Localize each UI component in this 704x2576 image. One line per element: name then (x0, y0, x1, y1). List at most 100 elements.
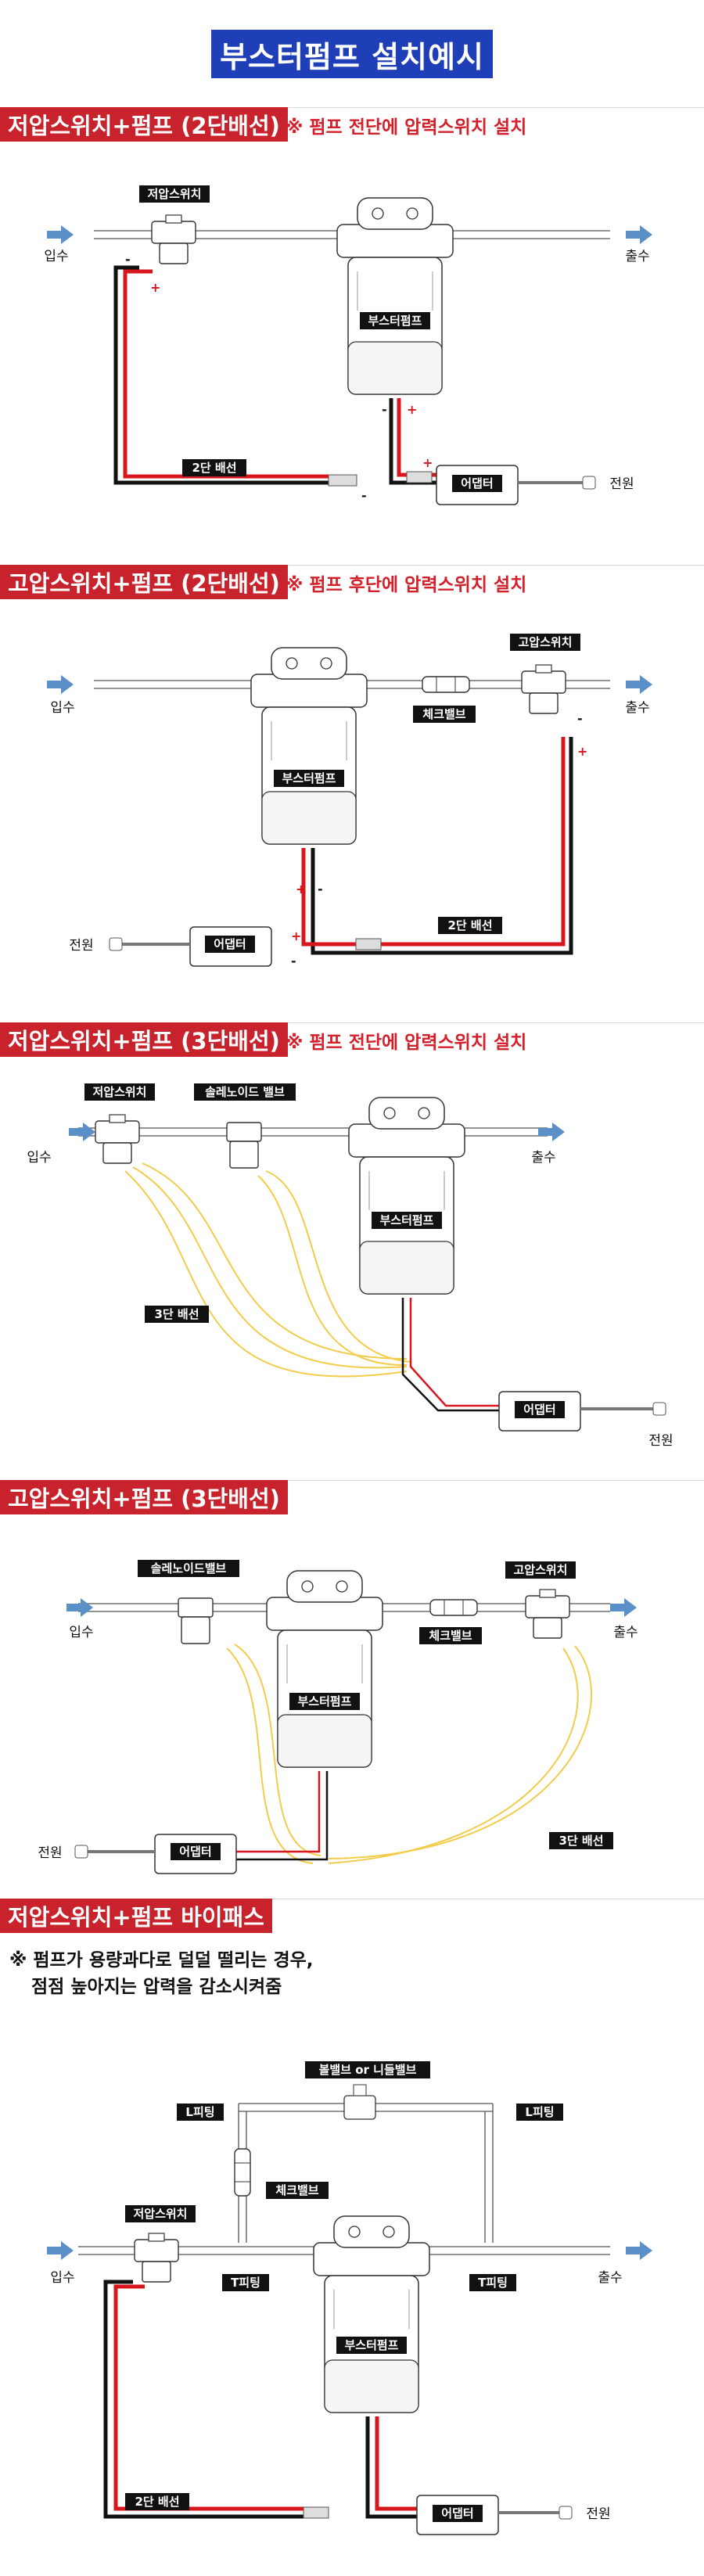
inlet-arrow-icon (47, 2241, 74, 2260)
high-switch-icon (521, 664, 566, 714)
wiring-label: 2단 배선 (135, 2495, 179, 2509)
diagram-high-3wire: 솔레노이드밸브 부스터펌프 체크밸브 고압스위치 3단 배선 어댑터 입수 출수… (38, 1560, 638, 1874)
section-title: 저압스위치+펌프 바이패스 (0, 1899, 272, 1933)
plus-sign: + (577, 744, 587, 759)
check-valve-label: 체크밸브 (275, 2183, 318, 2197)
minus-sign: - (577, 711, 583, 726)
plus-sign: + (291, 929, 301, 943)
check-valve-label: 체크밸브 (429, 1629, 472, 1643)
section-low-3wire: 저압스위치+펌프 (3단배선) ※ 펌프 전단에 압력스위치 설치 저압스위치 … (0, 1022, 704, 1476)
inlet-arrow-icon (69, 1123, 95, 1141)
section-high-2wire: 고압스위치+펌프 (2단배선) ※ 펌프 후단에 압력스위치 설치 + - + … (0, 565, 704, 1019)
low-switch-icon (151, 214, 196, 264)
check-valve-icon (234, 2148, 251, 2197)
section-note-1: ※ 펌프가 용량과다로 덜덜 떨리는 경우, (9, 1950, 314, 1971)
minus-sign: - (382, 402, 387, 417)
diagram-high-2wire: + - + - + - 부스터펌프 체크밸브 고압스위치 2단 배선 어댑터 입… (47, 634, 652, 968)
low-switch-label: 저압스위치 (133, 2207, 187, 2221)
diagram-low-bypass: 볼밸브 or 니들밸브 L피팅 L피팅 체크밸브 저압스위치 T피팅 T피팅 부… (47, 2061, 652, 2535)
adapter-label: 어댑터 (441, 2506, 473, 2520)
inlet-label: 입수 (69, 1625, 93, 1640)
section-title: 고압스위치+펌프 (2단배선) (0, 565, 288, 599)
diagram-low-2wire: - + - + + - 저압스위치 부스터펌프 2단 배선 어댑터 입수 출수 … (44, 185, 652, 505)
adapter-label: 어댑터 (461, 476, 493, 490)
section-high-3wire: 고압스위치+펌프 (3단배선) 솔레노이드밸브 부스터펌프 체크밸브 고압스위치… (0, 1480, 704, 1895)
inlet-label: 입수 (27, 1150, 51, 1166)
wiring-label: 2단 배선 (192, 461, 236, 475)
section-note: ※ 펌프 전단에 압력스위치 설치 (286, 117, 527, 138)
pump-label: 부스터펌프 (297, 1694, 351, 1708)
section-title: 저압스위치+펌프 (2단배선) (0, 107, 288, 142)
solenoid-valve-icon (226, 1122, 262, 1169)
t-fitting-label: T피팅 (231, 2276, 260, 2290)
outlet-label: 출수 (531, 1150, 555, 1166)
outlet-arrow-icon (626, 675, 652, 694)
inlet-label: 입수 (44, 249, 68, 264)
ball-valve-label: 볼밸브 or 니들밸브 (319, 2063, 417, 2077)
pump-icon (348, 1097, 465, 1295)
check-valve-label: 체크밸브 (422, 707, 465, 721)
inlet-arrow-icon (47, 675, 74, 694)
power-label: 전원 (69, 938, 93, 954)
section-note-2: 점점 높아지는 압력을 감소시켜줌 (31, 1977, 282, 1997)
outlet-label: 출수 (598, 2270, 622, 2286)
section-title: 저압스위치+펌프 (3단배선) (0, 1022, 288, 1057)
outlet-arrow-icon (538, 1123, 565, 1141)
minus-sign: - (361, 488, 367, 503)
minus-sign: - (318, 882, 323, 896)
low-switch-icon (95, 1114, 140, 1164)
pump-label: 부스터펌프 (282, 771, 336, 785)
pump-label: 부스터펌프 (368, 314, 422, 328)
wiring-label: 2단 배선 (447, 918, 492, 932)
plus-sign: + (422, 455, 433, 470)
wiring-label: 3단 배선 (154, 1307, 199, 1321)
inlet-label: 입수 (50, 2270, 74, 2286)
outlet-label: 출수 (625, 249, 649, 264)
outlet-arrow-icon (610, 1598, 637, 1617)
power-label: 전원 (609, 476, 634, 492)
minus-sign: - (125, 252, 131, 267)
solenoid-label: 솔레노이드 밸브 (205, 1085, 285, 1099)
solenoid-label: 솔레노이드밸브 (151, 1561, 227, 1575)
plus-sign: + (296, 882, 306, 896)
check-valve-icon (422, 676, 470, 693)
l-fitting-label: L피팅 (525, 2105, 554, 2119)
high-switch-icon (525, 1589, 570, 1639)
pump-icon (250, 647, 368, 845)
adapter-label: 어댑터 (179, 1845, 211, 1859)
page-title: 부스터펌프 설치예시 (211, 30, 493, 78)
minus-sign: - (291, 954, 296, 968)
power-label: 전원 (648, 1433, 673, 1449)
check-valve-icon (429, 1599, 478, 1616)
power-label: 전원 (38, 1845, 62, 1861)
solenoid-valve-icon (178, 1597, 214, 1644)
wiring-label: 3단 배선 (559, 1834, 603, 1848)
outlet-label: 출수 (613, 1625, 638, 1640)
high-switch-label: 고압스위치 (513, 1563, 567, 1577)
pump-label: 부스터펌프 (379, 1213, 433, 1227)
ball-valve-icon (343, 2095, 376, 2120)
outlet-arrow-icon (626, 225, 652, 244)
section-title: 고압스위치+펌프 (3단배선) (0, 1480, 288, 1514)
low-switch-icon (134, 2233, 179, 2283)
pump-icon (313, 2215, 430, 2413)
section-low-2wire: 저압스위치+펌프 (2단배선) ※ 펌프 전단에 압력스위치 설치 - + - … (0, 107, 704, 561)
pump-label: 부스터펌프 (344, 2338, 398, 2352)
section-note: ※ 펌프 전단에 압력스위치 설치 (286, 1033, 527, 1053)
inlet-arrow-icon (47, 225, 74, 244)
inlet-label: 입수 (50, 700, 74, 716)
outlet-label: 출수 (625, 700, 649, 716)
diagram-low-3wire: 저압스위치 솔레노이드 밸브 부스터펌프 3단 배선 어댑터 입수 출수 전원 (27, 1083, 673, 1449)
low-switch-label: 저압스위치 (147, 187, 201, 201)
low-switch-label: 저압스위치 (92, 1085, 146, 1099)
l-fitting-label: L피팅 (185, 2105, 214, 2119)
section-note: ※ 펌프 후단에 압력스위치 설치 (286, 575, 527, 595)
high-switch-label: 고압스위치 (518, 635, 572, 649)
pump-icon (336, 197, 454, 395)
adapter-label: 어댑터 (523, 1403, 555, 1417)
pump-icon (266, 1570, 383, 1768)
adapter-label: 어댑터 (214, 937, 246, 951)
outlet-arrow-icon (626, 2241, 652, 2260)
section-low-bypass: 저압스위치+펌프 바이패스 ※ 펌프가 용량과다로 덜덜 떨리는 경우, 점점 … (0, 1899, 704, 2576)
t-fitting-label: T피팅 (478, 2276, 508, 2290)
